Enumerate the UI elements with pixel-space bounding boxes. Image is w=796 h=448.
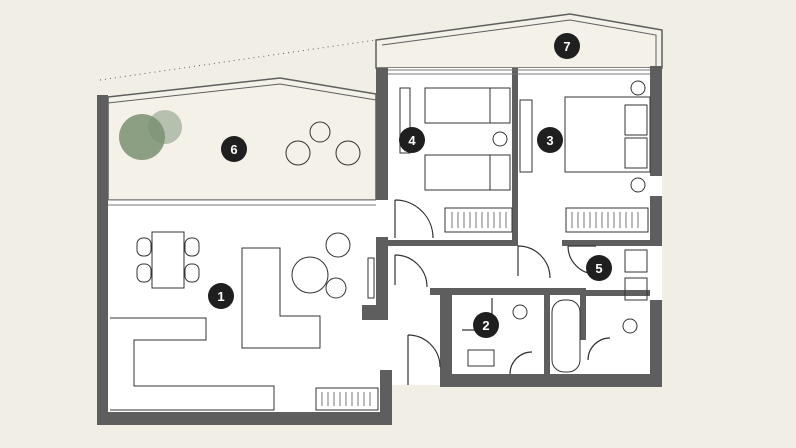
walls [97,66,662,425]
room-label-3: 3 [537,127,563,153]
furniture [110,80,651,411]
room-label-4: 4 [399,127,425,153]
room-label-7: 7 [554,33,580,59]
room-label-6: 6 [221,136,247,162]
room-label-5: 5 [586,255,612,281]
room-label-1: 1 [208,283,234,309]
doors [394,199,611,385]
room-label-2: 2 [473,312,499,338]
plant-icon [119,114,165,160]
terrace-7 [375,13,663,69]
